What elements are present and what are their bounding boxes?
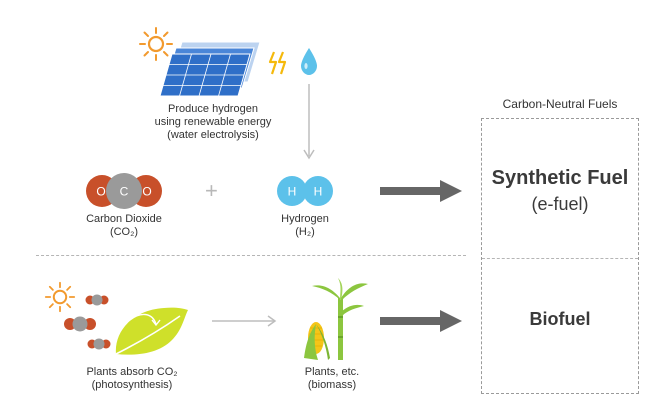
section-divider <box>36 255 466 256</box>
co2-oxygen-left: O <box>96 185 105 199</box>
water-drop-icon <box>301 48 317 75</box>
solar-panel-icon <box>160 41 261 97</box>
leaf-to-plants-arrow <box>212 315 277 327</box>
h2-atom-left: H <box>288 185 297 199</box>
synthetic-fuel-subtitle: (e-fuel) <box>531 194 589 214</box>
synthetic-fuel-title: Synthetic Fuel <box>491 167 629 189</box>
water-to-hydrogen-arrow <box>303 84 315 160</box>
carbon-neutral-fuels-header: Carbon-Neutral Fuels <box>502 97 618 111</box>
leaf-icon <box>115 307 188 355</box>
synthetic-fuel-box: Synthetic Fuel (e-fuel) <box>482 167 638 215</box>
co2-oxygen-right: O <box>142 185 151 199</box>
sun-icon-top <box>139 27 173 61</box>
lightning-bolt-icon <box>268 51 287 75</box>
co2-molecule-icon: O C O <box>86 173 162 209</box>
arrow-to-biofuel <box>380 310 462 332</box>
plus-sign: + <box>205 178 218 203</box>
sun-icon-bottom <box>44 281 76 313</box>
co2-molecules-cluster-icon <box>64 294 111 350</box>
electrolysis-caption: Produce hydrogen using renewable energy … <box>154 103 272 141</box>
co2-label: Carbon Dioxide (CO₂) <box>86 213 162 238</box>
h2-molecule-icon: H H <box>277 176 333 206</box>
photosynthesis-label: Plants absorb CO₂ (photosynthesis) <box>86 366 178 391</box>
co2-carbon: C <box>120 185 129 199</box>
biomass-label: Plants, etc. (biomass) <box>304 366 360 391</box>
h2-atom-right: H <box>314 185 323 199</box>
biomass-plants-icon <box>304 278 368 360</box>
arrow-to-synthetic-fuel <box>380 180 462 202</box>
biofuel-title: Biofuel <box>529 309 591 329</box>
hydrogen-label: Hydrogen (H₂) <box>281 213 329 238</box>
fuels-panel-divider <box>482 258 638 259</box>
fuels-panel: Synthetic Fuel (e-fuel) Biofuel <box>481 118 639 394</box>
